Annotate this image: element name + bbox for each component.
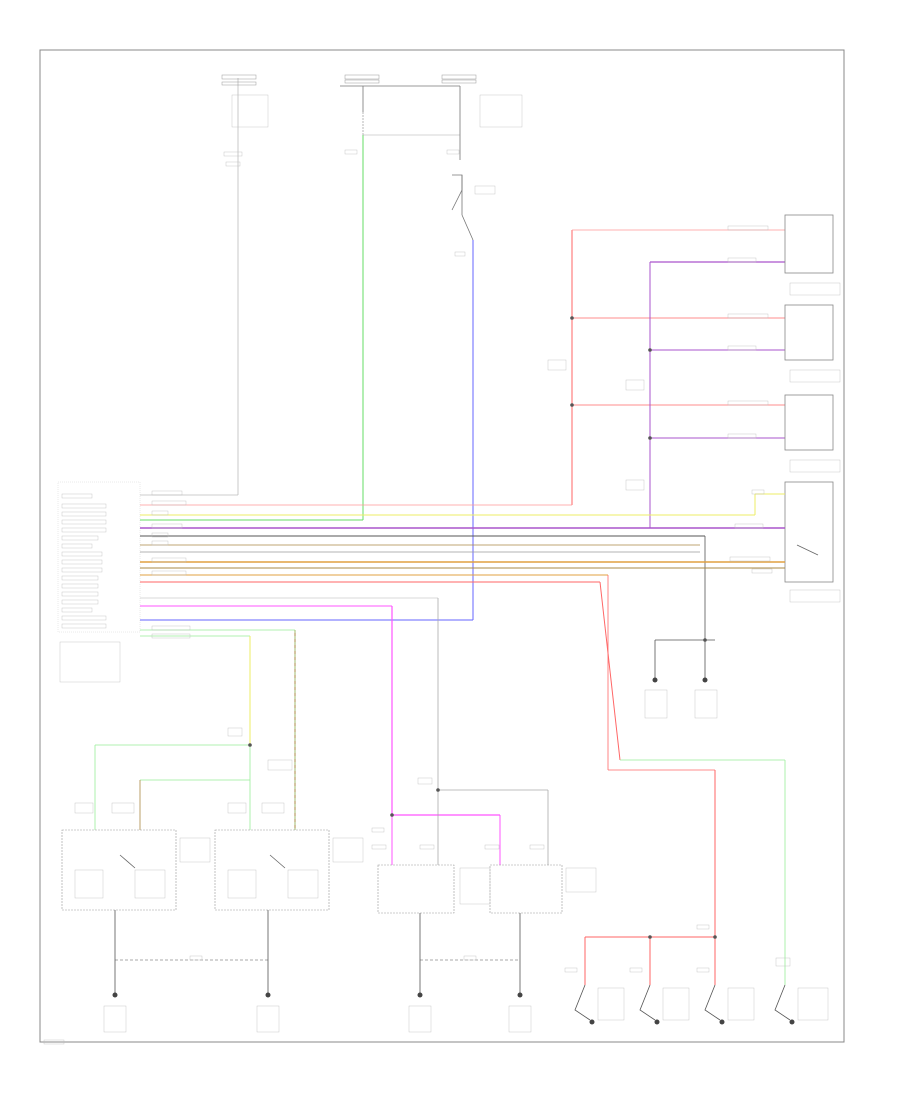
fuse-block-right bbox=[441, 74, 523, 620]
ground-icon bbox=[417, 992, 423, 998]
body-control-module-connector bbox=[57, 481, 141, 683]
ground-icon bbox=[654, 1019, 660, 1025]
key-switch-box-1 bbox=[377, 864, 455, 914]
right-door-section bbox=[547, 214, 841, 603]
key-switch-group-center bbox=[371, 598, 597, 1033]
right-ground-branch bbox=[644, 630, 718, 719]
switch-box-1 bbox=[61, 829, 177, 911]
actuator-box-1 bbox=[784, 214, 834, 274]
fuse-block-left bbox=[221, 74, 269, 495]
key-switch-box-2 bbox=[489, 864, 563, 914]
fuse-block-center bbox=[340, 74, 460, 520]
horizontal-harness bbox=[140, 489, 785, 639]
actuator-box-4 bbox=[784, 481, 834, 583]
ground-icon bbox=[719, 1019, 725, 1025]
ground-icon bbox=[517, 992, 523, 998]
lock-switch-group-left bbox=[61, 630, 364, 1033]
ground-icon bbox=[652, 677, 658, 683]
diagram-frame bbox=[39, 49, 845, 1043]
ground-icon bbox=[702, 677, 708, 683]
switch-box-2 bbox=[214, 829, 330, 911]
actuator-box-3 bbox=[784, 394, 834, 451]
ground-icon bbox=[265, 992, 271, 998]
door-switch-group-right bbox=[564, 575, 829, 1025]
actuator-box-2 bbox=[784, 304, 834, 361]
ground-icon bbox=[789, 1019, 795, 1025]
ground-icon bbox=[589, 1019, 595, 1025]
ground-icon bbox=[112, 992, 118, 998]
